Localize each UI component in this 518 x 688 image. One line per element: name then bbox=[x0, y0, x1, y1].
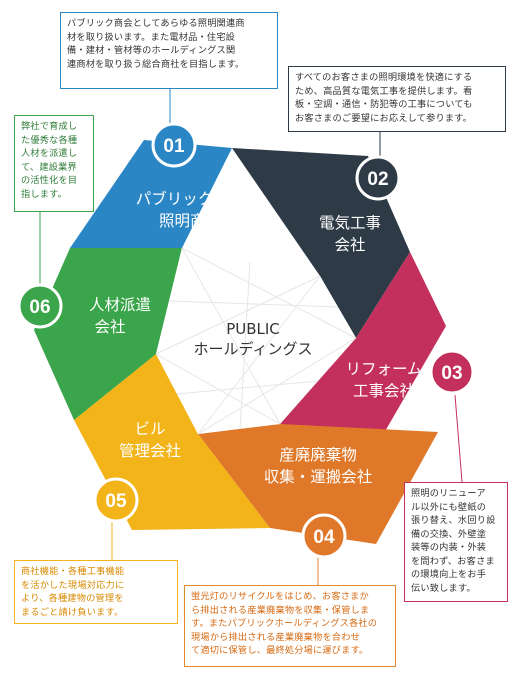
description-line: より、各種建物の管理を bbox=[21, 593, 124, 604]
segment-01-shape bbox=[70, 140, 232, 248]
description-line: 蛍光灯のリサイクルをはじめ、お客さまか bbox=[191, 591, 369, 602]
description-02: すべてのお客さまの照明環境を快適にする ため、高品質な電気工事を提供します。看 … bbox=[288, 66, 506, 132]
segment-06-shape bbox=[34, 248, 182, 420]
segment-04-title-line2: 収集・運搬会社 bbox=[264, 468, 373, 486]
description-line: ため、高品質な電気工事を提供します。看 bbox=[295, 85, 473, 97]
description-line: まるごと請け負います。 bbox=[21, 606, 124, 618]
number-badge-06: 06 bbox=[17, 283, 63, 329]
description-line: 張り替え、水回り設 bbox=[411, 515, 496, 526]
description-line: 板・空調・通信・防犯等の工事についても bbox=[295, 99, 473, 110]
description-line: 照明のリニューア bbox=[411, 488, 486, 499]
segment-01-title-line1: パブリック商会 bbox=[136, 189, 245, 208]
segment-06-title-line1: 人材派遣 bbox=[89, 296, 151, 314]
description-line: す。またパブリックホールディングス各社の bbox=[191, 618, 378, 629]
number-badge-01: 01 bbox=[151, 122, 197, 168]
description-line: パブリック商会としてあらゆる照明関連商 bbox=[67, 18, 245, 29]
number-badge-03: 03 bbox=[429, 349, 475, 395]
description-05: 商社機能・各種工事機能 を活かした現場対応力に より、各種建物の管理を まるごと… bbox=[14, 560, 178, 624]
description-line: 連商材を取り扱う総合商社を目指します。 bbox=[67, 58, 245, 70]
svg-text:01: 01 bbox=[163, 136, 185, 157]
description-line: 商社機能・各種工事機能 bbox=[21, 566, 125, 577]
segment-03-shape bbox=[280, 252, 446, 440]
number-badge-05: 05 bbox=[93, 477, 139, 523]
description-line: 人材を派遣し bbox=[21, 148, 78, 159]
svg-text:06: 06 bbox=[29, 297, 50, 318]
description-line: 備の交換、外壁塗 bbox=[411, 528, 487, 540]
description-line: 材を取り扱います。また電材品・住宅設 bbox=[67, 31, 236, 43]
center-title-line1: PUBLIC bbox=[226, 320, 280, 338]
segment-01-title-line2: 照明商社 bbox=[159, 212, 221, 230]
segment-04-title-line1: 産廃廃棄物 bbox=[279, 446, 357, 464]
svg-text:05: 05 bbox=[105, 491, 127, 512]
description-line: て適切に保管し、最終処分場に運びます。 bbox=[191, 645, 369, 656]
segment-03-title-line2: 工事会社 bbox=[353, 382, 415, 400]
svg-text:02: 02 bbox=[367, 169, 388, 190]
description-line: 現場から排出される産業廃棄物を合わせ bbox=[191, 631, 360, 643]
description-line: を活かした現場対応力に bbox=[21, 579, 125, 591]
segment-06-title-line2: 会社 bbox=[94, 318, 125, 336]
description-line: すべてのお客さまの照明環境を快適にする bbox=[295, 72, 473, 83]
number-badge-04: 04 bbox=[301, 513, 347, 559]
description-line: お客さまのご要望にお応えして参ります。 bbox=[295, 112, 473, 124]
description-line: 装等の内装・外装 bbox=[411, 542, 487, 553]
description-line: を問わず、お客さま bbox=[411, 555, 495, 567]
segment-05-title-line2: 管理会社 bbox=[119, 442, 181, 460]
center-title-line2: ホールディングス bbox=[194, 340, 313, 358]
description-line: て、建設業界 bbox=[21, 161, 77, 173]
svg-text:03: 03 bbox=[441, 363, 462, 384]
description-line: の活性化を目 bbox=[21, 175, 78, 186]
description-line: の環境向上をお手 bbox=[411, 569, 487, 580]
description-line: ら排出される産業廃棄物を収集・保管しま bbox=[191, 604, 370, 616]
segment-05-title-line1: ビル bbox=[134, 420, 165, 438]
description-line: 弊社で育成し bbox=[21, 121, 78, 132]
svg-text:04: 04 bbox=[313, 527, 335, 548]
description-06: 弊社で育成し た優秀な各種 人材を派遣し て、建設業界 の活性化を目 指します。 bbox=[14, 115, 94, 212]
segment-04-shape bbox=[198, 424, 438, 544]
description-line: 備・建材・管材等のホールディングス関 bbox=[67, 45, 236, 56]
segment-03-title-line1: リフォーム bbox=[345, 360, 422, 378]
description-line: 伝い致します。 bbox=[411, 582, 476, 594]
center-pattern bbox=[155, 247, 357, 435]
number-badge-02: 02 bbox=[355, 155, 401, 201]
description-line: ル以外にも壁紙の bbox=[411, 501, 487, 513]
segment-02-title-line1: 電気工事 bbox=[319, 214, 381, 232]
segment-02-title-line2: 会社 bbox=[334, 236, 365, 254]
description-line: 指します。 bbox=[21, 188, 68, 200]
description-line: た優秀な各種 bbox=[21, 134, 78, 146]
description-01: パブリック商会としてあらゆる照明関連商 材を取り扱います。また電材品・住宅設 備… bbox=[60, 12, 278, 89]
description-04: 蛍光灯のリサイクルをはじめ、お客さまか ら排出される産業廃棄物を収集・保管しま … bbox=[184, 585, 396, 667]
description-03: 照明のリニューア ル以外にも壁紙の 張り替え、水回り設 備の交換、外壁塗 装等の… bbox=[404, 482, 508, 602]
